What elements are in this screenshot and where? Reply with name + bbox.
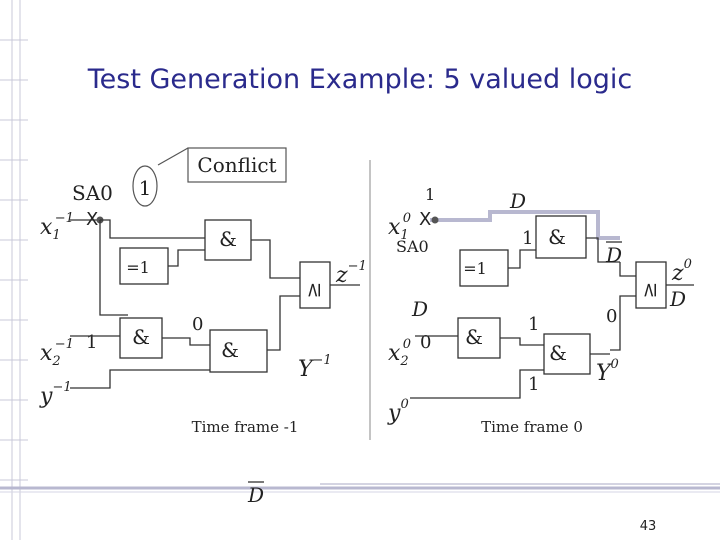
left-x2-sub: 2 <box>51 354 60 369</box>
right-y-label: y0 <box>387 397 409 426</box>
right-x1-sub: 1 <box>400 228 408 243</box>
left-Y-base: Y <box>298 357 315 382</box>
left-and-mid-gate <box>119 317 163 359</box>
left-y-label: y−1 <box>39 380 72 409</box>
left-x2-label: x2 −1 <box>40 337 74 369</box>
left-bottom-symbol: D <box>247 483 264 507</box>
right-and-bottom-input-1: 1 <box>528 314 539 335</box>
bottom-rule <box>0 483 720 493</box>
right-fault-x: X <box>419 209 431 230</box>
left-or-symbol: ≥ <box>301 282 325 299</box>
left-x1-base: x <box>40 215 53 240</box>
left-frame: Conflict 1 SA0 x1−1 X & =1 ≥ & & 1 0 <box>39 147 367 436</box>
right-d-mid: D <box>411 297 428 321</box>
left-xor-symbol: =1 <box>126 258 150 277</box>
right-x2-sub: 2 <box>399 354 408 369</box>
left-x2-base: x <box>40 341 53 366</box>
left-x2-sup: −1 <box>55 337 74 352</box>
left-y-sup: −1 <box>52 380 71 395</box>
right-or-symbol: ≥ <box>637 282 661 299</box>
left-and-bottom-symbol: & <box>221 338 239 362</box>
right-z-sup: 0 <box>684 257 692 272</box>
right-and-mid-symbol: & <box>465 325 483 349</box>
left-y-base: y <box>39 384 53 409</box>
conflict-box <box>187 147 287 183</box>
right-fault-node <box>431 216 439 224</box>
left-caption: Time frame -1 <box>192 418 299 436</box>
right-Y-base: Y <box>596 361 613 386</box>
right-d-bar: D <box>605 243 622 267</box>
left-z-base: z <box>335 263 348 288</box>
conflict-value: 1 <box>139 176 152 200</box>
left-and2-value: 0 <box>192 314 203 335</box>
left-sa0-label: SA0 <box>72 181 113 205</box>
right-y-sup: 0 <box>400 397 408 412</box>
left-and-mid-symbol: & <box>132 325 150 349</box>
right-x1-sup: 0 <box>403 211 411 226</box>
right-d-path <box>430 210 620 240</box>
right-and-bottom-input-2: 1 <box>528 374 539 395</box>
right-d-out: D <box>669 287 686 311</box>
right-x2-value: 0 <box>420 332 431 353</box>
right-top-value: 1 <box>425 185 435 204</box>
right-z-base: z <box>671 261 684 286</box>
right-z-label: z0 <box>671 257 692 286</box>
conflict-label: Conflict <box>197 153 276 177</box>
right-and-out-value: 0 <box>606 306 617 327</box>
left-and-top-gate <box>204 219 252 261</box>
right-Y-sup: 0 <box>611 357 619 372</box>
left-decorative-grid <box>0 0 28 540</box>
right-frame: 1 D x10 X SA0 & 1 =1 D ≥ z0 D & D 0 1 <box>387 185 694 436</box>
left-and-top-symbol: & <box>219 227 237 251</box>
left-Y-label: Y−1 <box>298 353 332 382</box>
right-sa0-label: SA0 <box>396 237 429 256</box>
right-x1-label: x1 0 <box>388 211 411 243</box>
left-x1-value: 1 <box>86 332 97 353</box>
conflict-pointer <box>157 147 189 166</box>
right-Y-label: Y0 <box>596 357 619 386</box>
right-or-gate <box>635 261 667 309</box>
right-x2-sup: 0 <box>403 337 411 352</box>
left-z-label: z−1 <box>335 259 367 288</box>
right-x2-label: x2 0 <box>388 337 411 369</box>
conflict-highlight <box>132 165 158 207</box>
right-and-top-gate <box>535 215 587 259</box>
right-and-bottom-symbol: & <box>549 341 567 365</box>
right-caption: Time frame 0 <box>481 418 583 436</box>
right-xor-symbol: =1 <box>463 259 487 278</box>
left-or-gate <box>299 261 331 309</box>
page-number: 43 <box>640 519 657 534</box>
left-x1-sup: −1 <box>55 211 74 226</box>
left-Y-sup: −1 <box>313 353 332 368</box>
right-and-mid-gate <box>457 317 501 359</box>
right-and-top-symbol: & <box>548 225 566 249</box>
left-x1-label: x1 −1 <box>40 211 74 243</box>
left-x1-sub: 1 <box>52 228 60 243</box>
slide-title: Test Generation Example: 5 valued logic <box>87 64 633 95</box>
right-and-top-input: 1 <box>522 228 533 249</box>
right-and-bottom-gate <box>543 333 591 375</box>
left-z-sup: −1 <box>348 259 367 274</box>
right-x2-base: x <box>388 341 401 366</box>
left-and-bottom-gate <box>209 329 268 373</box>
right-y-base: y <box>387 401 401 426</box>
left-xor-gate <box>119 247 169 285</box>
right-x1-base: x <box>388 215 401 240</box>
right-d-top: D <box>509 189 526 213</box>
